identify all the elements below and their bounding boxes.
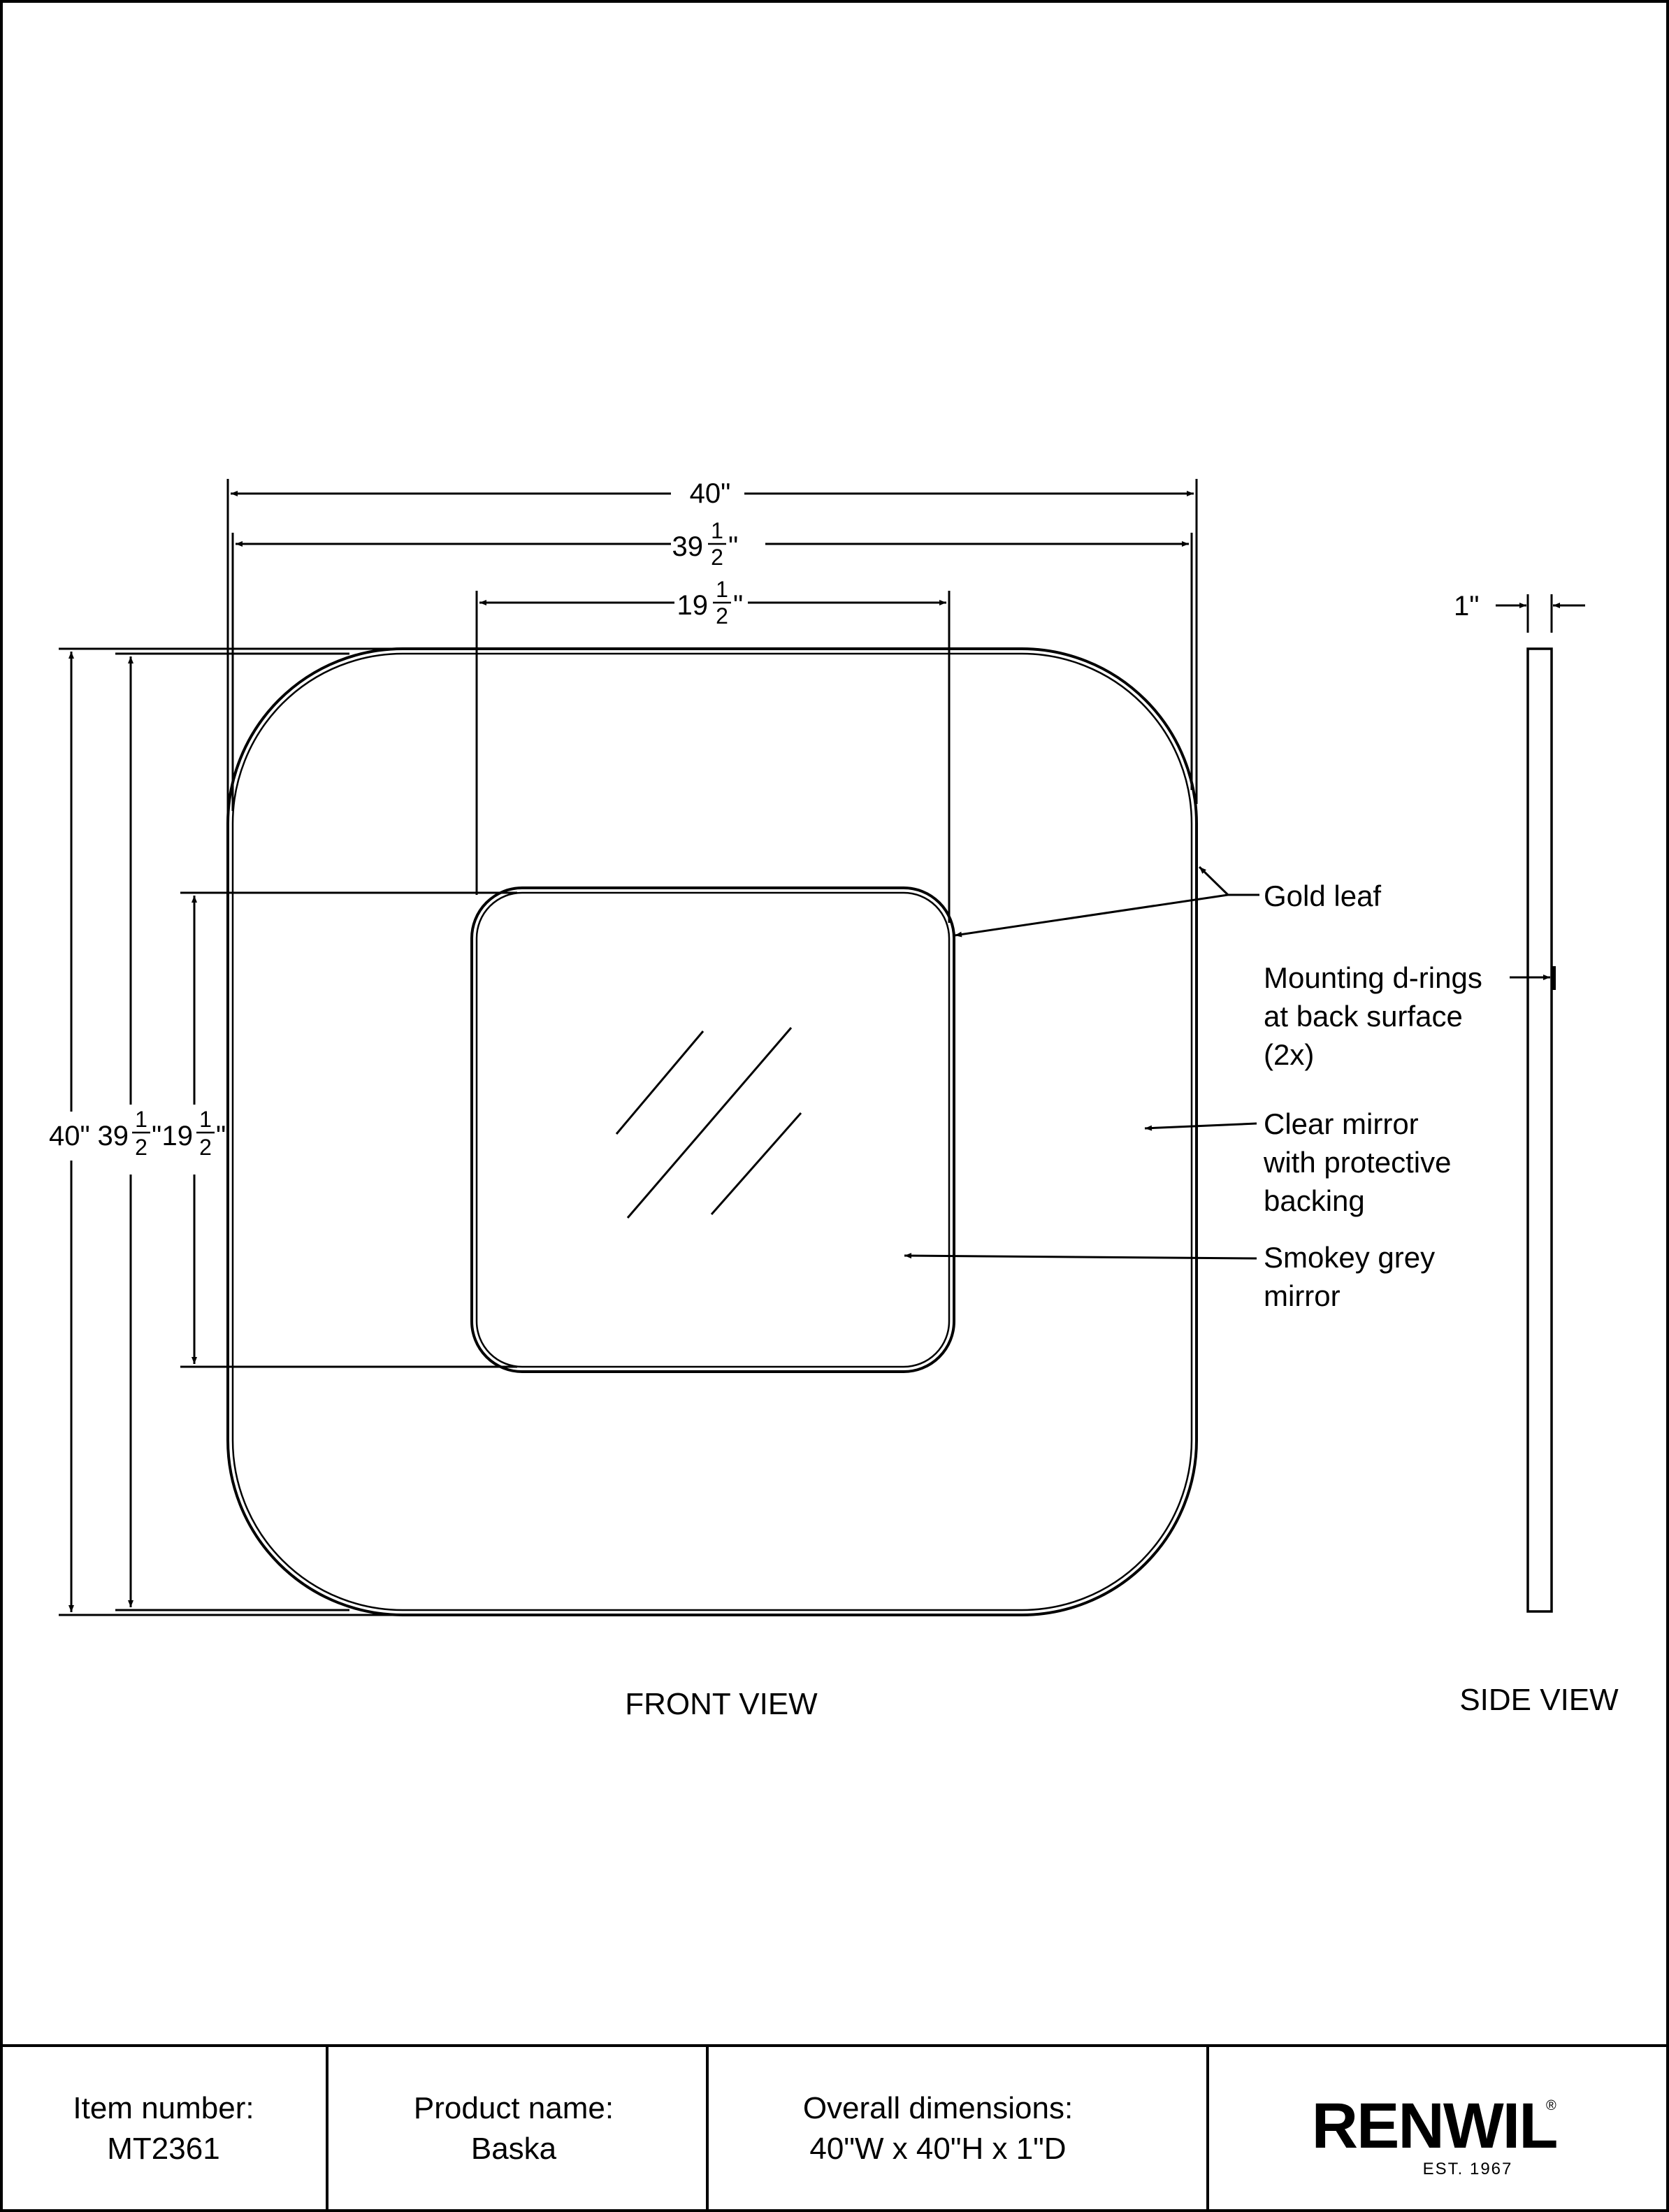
svg-text:(2x): (2x) [1264, 1038, 1314, 1071]
svg-text:": " [216, 1121, 226, 1151]
dim-width-frame: 39 1 2 " [672, 518, 739, 570]
item-number-label: Item number: [73, 2091, 254, 2125]
vertical-dimensions [59, 647, 517, 1616]
dim-height-frame: 39 1 2 " [98, 1107, 162, 1160]
callout-clear-mirror: Clear mirror with protective backing [1263, 1107, 1451, 1217]
renwil-logo: RENWIL ® EST. 1967 [1312, 2090, 1559, 2178]
svg-text:Mounting d-rings: Mounting d-rings [1264, 961, 1482, 994]
callout-leaders [904, 866, 1550, 1260]
callout-gold-leaf: Gold leaf [1264, 879, 1381, 912]
svg-text:2: 2 [135, 1135, 147, 1160]
svg-text:Clear mirror: Clear mirror [1264, 1107, 1419, 1140]
svg-text:2: 2 [711, 545, 723, 570]
glass-reflection-line [626, 1027, 793, 1219]
svg-text:1: 1 [716, 577, 728, 602]
d-ring [1552, 966, 1556, 990]
svg-text:Smokey grey: Smokey grey [1264, 1241, 1435, 1274]
glass-reflection-line [615, 1030, 705, 1135]
dim-depth: 1" [1454, 591, 1479, 622]
title-block [1, 2044, 1668, 2211]
side-view-title: SIDE VIEW [1459, 1683, 1619, 1717]
svg-text:39: 39 [672, 531, 704, 562]
dim-width-inner: 19 1 2 " [677, 577, 744, 629]
product-name-value: Baska [471, 2132, 557, 2166]
svg-text:2: 2 [716, 603, 728, 629]
brand-registered-mark: ® [1546, 2098, 1556, 2113]
svg-text:19: 19 [677, 590, 709, 621]
svg-text:1: 1 [711, 518, 723, 543]
svg-text:mirror: mirror [1264, 1279, 1341, 1312]
callout-smokey-mirror: Smokey grey mirror [1264, 1241, 1435, 1312]
product-name-label: Product name: [414, 2091, 614, 2125]
brand-name: RENWIL [1312, 2090, 1557, 2162]
dim-width-overall: 40" [690, 478, 731, 509]
svg-text:19: 19 [162, 1121, 194, 1151]
svg-text:": " [152, 1121, 161, 1151]
svg-text:1: 1 [199, 1107, 212, 1132]
svg-text:at back surface: at back surface [1264, 1000, 1463, 1033]
svg-text:1: 1 [135, 1107, 147, 1132]
horizontal-dimensions [226, 479, 1198, 923]
brand-established: EST. 1967 [1423, 2160, 1513, 2178]
side-view [1496, 594, 1585, 1613]
svg-text:": " [728, 531, 738, 562]
overall-dimensions-value: 40"W x 40"H x 1"D [809, 2132, 1066, 2166]
svg-text:": " [733, 590, 743, 621]
front-view [226, 647, 1198, 1616]
inner-mirror [470, 886, 955, 1373]
glass-reflection-line [710, 1112, 802, 1215]
overall-dimensions-label: Overall dimensions: [803, 2091, 1073, 2125]
svg-text:with protective: with protective [1263, 1146, 1451, 1179]
svg-text:2: 2 [199, 1135, 212, 1160]
front-view-title: FRONT VIEW [625, 1687, 818, 1721]
dim-height-inner: 19 1 2 " [162, 1107, 226, 1160]
svg-text:39: 39 [98, 1121, 129, 1151]
item-number-value: MT2361 [107, 2132, 219, 2166]
outer-frame [226, 647, 1198, 1616]
svg-text:backing: backing [1264, 1184, 1365, 1217]
inner-mirror-inner-line [475, 891, 951, 1368]
callout-mounting: Mounting d-rings at back surface (2x) [1264, 961, 1482, 1071]
outer-frame-inner-line [231, 652, 1193, 1611]
side-profile [1526, 647, 1553, 1613]
dim-height-overall: 40" [49, 1121, 90, 1151]
